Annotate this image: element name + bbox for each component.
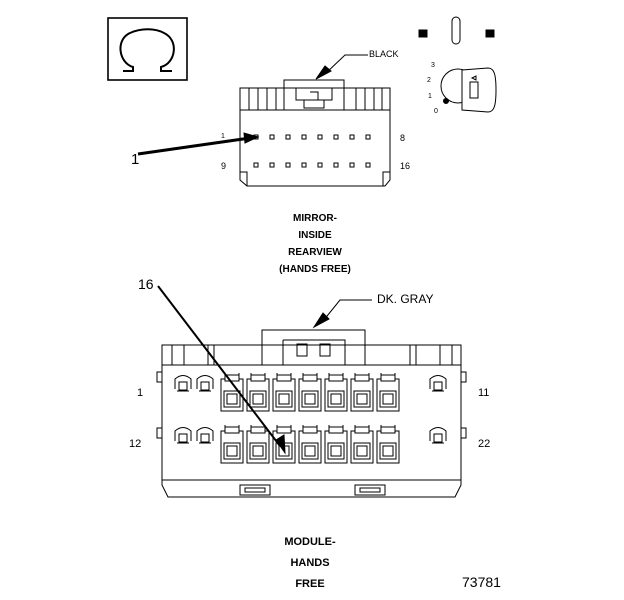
mirror-caption-line-4: (HANDS FREE) — [279, 264, 351, 275]
terminal-cavity — [350, 373, 374, 412]
module-pin-12-label: 12 — [129, 438, 142, 450]
small-cavity — [429, 375, 447, 392]
terminal-cavity — [324, 425, 348, 464]
module-caption-line-2: HANDS — [290, 557, 330, 569]
terminal-cavity — [246, 425, 270, 464]
terminal-cavity — [220, 425, 244, 464]
black-wire-label: BLACK — [369, 49, 399, 59]
position-label-1: 1 — [428, 93, 432, 100]
position-label-0: 0 — [434, 108, 438, 115]
module-pin-1-label: 1 — [137, 387, 144, 399]
small-cavity — [174, 375, 192, 392]
key-position-icon — [418, 16, 497, 113]
dk-gray-wire-label: DK. GRAY — [377, 292, 434, 306]
terminal-cavity — [272, 373, 296, 412]
mirror-caption-line-1: MIRROR- — [293, 213, 337, 224]
mirror-caption: MIRROR- INSIDE REARVIEW (HANDS FREE) — [255, 210, 375, 278]
position-label-2: 2 — [427, 77, 431, 84]
terminal-cavity — [376, 373, 400, 412]
mirror-pin-16-label: 16 — [400, 161, 411, 171]
callout-16-leader — [157, 285, 286, 455]
mirror-caption-line-3: REARVIEW — [288, 247, 342, 258]
terminal-cavity — [298, 373, 322, 412]
figure-number: 73781 — [462, 574, 501, 590]
terminal-cavity — [350, 425, 374, 464]
module-caption-line-1: MODULE- — [284, 536, 336, 548]
terminal-cavity — [298, 425, 322, 464]
mirror-pin-holes — [253, 134, 371, 168]
mirror-caption-line-2: INSIDE — [298, 230, 332, 241]
mirror-pin-9-label: 9 — [221, 161, 227, 171]
dk-gray-wire-leader — [312, 299, 372, 329]
position-label-3: 3 — [431, 62, 435, 69]
module-pin-22-label: 22 — [478, 438, 491, 450]
terminal-cavity — [324, 373, 348, 412]
black-wire-leader — [315, 54, 368, 80]
module-pin-11-label: 11 — [478, 387, 490, 399]
terminal-cavity — [272, 425, 296, 464]
module-caption-line-3: FREE — [295, 578, 325, 590]
callout-1-label: 1 — [131, 151, 140, 168]
callout-16-label: 16 — [138, 276, 154, 292]
module-cavities — [174, 373, 447, 464]
mirror-pin-1-label: 1 — [221, 133, 225, 140]
small-cavity — [429, 427, 447, 444]
module-caption: MODULE- HANDS FREE — [255, 532, 365, 595]
mirror-pin-8-label: 8 — [400, 133, 406, 143]
module-connector — [156, 329, 467, 498]
callout-1-arrow — [137, 132, 260, 156]
mirror-connector — [239, 79, 391, 187]
omega-icon — [107, 17, 188, 81]
small-cavity — [196, 427, 214, 444]
small-cavity — [196, 375, 214, 392]
terminal-cavity — [246, 373, 270, 412]
terminal-cavity — [220, 373, 244, 412]
small-cavity — [174, 427, 192, 444]
terminal-cavity — [376, 425, 400, 464]
